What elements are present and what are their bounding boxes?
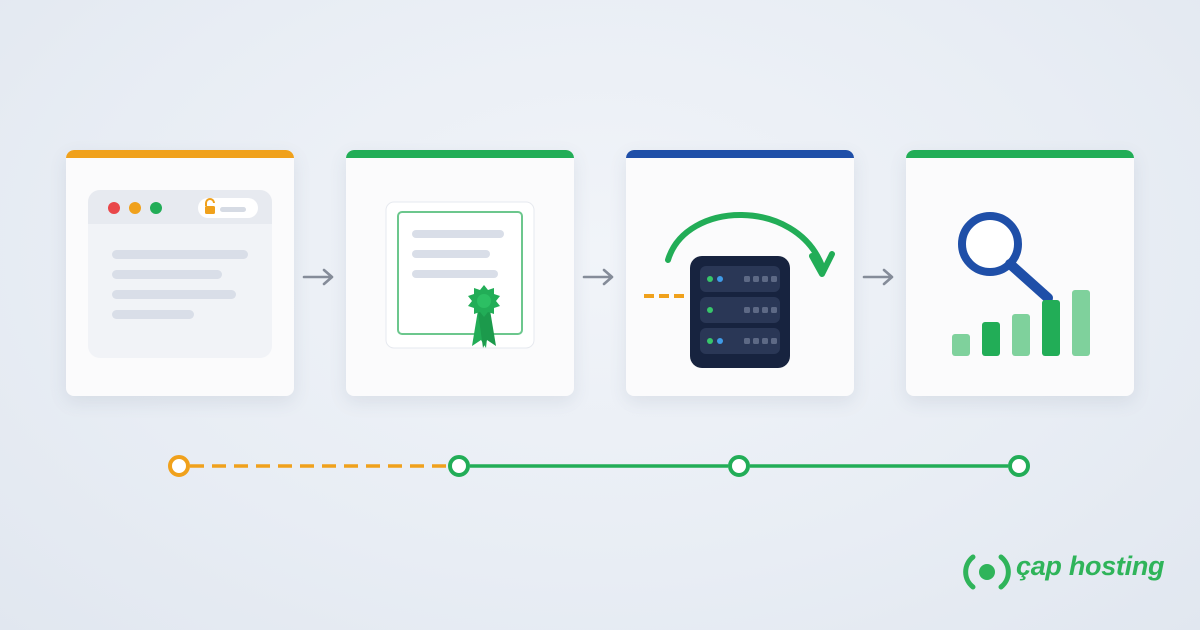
step-card-browser bbox=[66, 150, 294, 396]
timeline-node-done bbox=[728, 455, 750, 477]
timeline-node-done bbox=[448, 455, 470, 477]
brand-name: çap hosting bbox=[1016, 551, 1165, 581]
timeline-node-done bbox=[1008, 455, 1030, 477]
browser-window-unlocked-icon bbox=[88, 190, 272, 358]
arrow-right-icon bbox=[582, 268, 614, 286]
card-accent-bar bbox=[66, 150, 294, 158]
brand-logo-icon bbox=[963, 554, 1011, 590]
step-card-server bbox=[626, 150, 854, 396]
timeline-node-pending bbox=[168, 455, 190, 477]
search-ranking-icon bbox=[952, 212, 1090, 356]
ssl-certificate-icon bbox=[385, 201, 535, 349]
brand-logo: çap hosting bbox=[962, 547, 1172, 597]
server-redirect-icon bbox=[644, 212, 835, 368]
arrow-right-icon bbox=[862, 268, 894, 286]
card-accent-bar bbox=[626, 150, 854, 158]
step-card-seo bbox=[906, 150, 1134, 396]
card-accent-bar bbox=[906, 150, 1134, 158]
step-card-certificate bbox=[346, 150, 574, 396]
card-accent-bar bbox=[346, 150, 574, 158]
arrow-right-icon bbox=[302, 268, 334, 286]
